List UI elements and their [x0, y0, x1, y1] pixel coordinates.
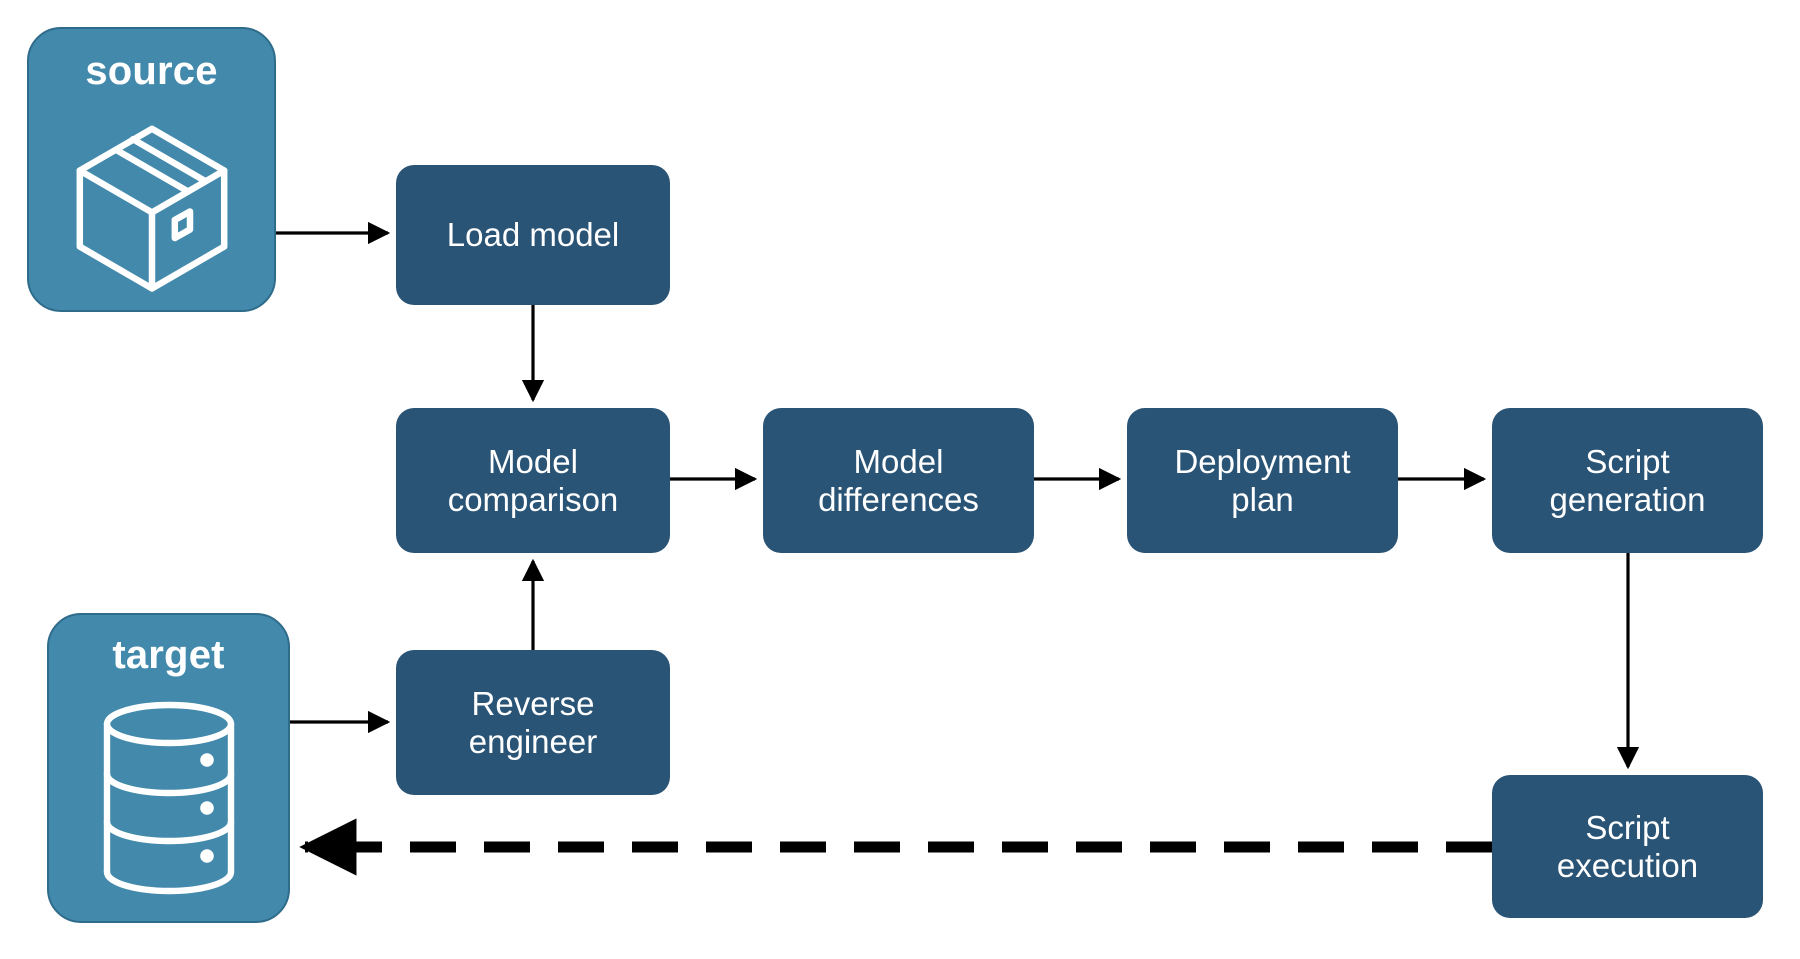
process-label-line: Load model [446, 216, 620, 254]
process-box-model-comparison[interactable]: Model comparison [396, 408, 670, 553]
process-label-line: engineer [468, 722, 598, 760]
process-box-reverse-engineer[interactable]: Reverse engineer [396, 650, 670, 795]
process-box-script-execution[interactable]: Script execution [1492, 775, 1763, 918]
process-label-line: Deployment [1174, 443, 1351, 481]
process-label-line: plan [1231, 480, 1294, 518]
process-label-line: Reverse [471, 685, 595, 723]
process-box-script-generation[interactable]: Script generation [1492, 408, 1763, 553]
endpoint-card-target[interactable]: target [47, 613, 290, 923]
process-label-line: Model [488, 443, 578, 481]
process-box-deployment-plan[interactable]: Deployment plan [1127, 408, 1398, 553]
process-label-line: comparison [447, 480, 619, 518]
process-label-line: generation [1549, 480, 1706, 518]
process-label-line: Model [853, 443, 944, 481]
endpoint-label-target: target [112, 633, 225, 677]
process-box-load-model[interactable]: Load model [396, 165, 670, 305]
package-box-icon [29, 91, 274, 310]
endpoint-label-source: source [85, 49, 218, 93]
endpoint-card-source[interactable]: source [27, 27, 276, 312]
database-cylinder-icon [49, 675, 288, 921]
process-label-line: differences [818, 480, 979, 518]
process-label-line: Script [1585, 443, 1670, 481]
process-box-model-differences[interactable]: Model differences [763, 408, 1034, 553]
process-label-line: Script [1585, 809, 1670, 847]
process-label-line: execution [1556, 846, 1699, 884]
